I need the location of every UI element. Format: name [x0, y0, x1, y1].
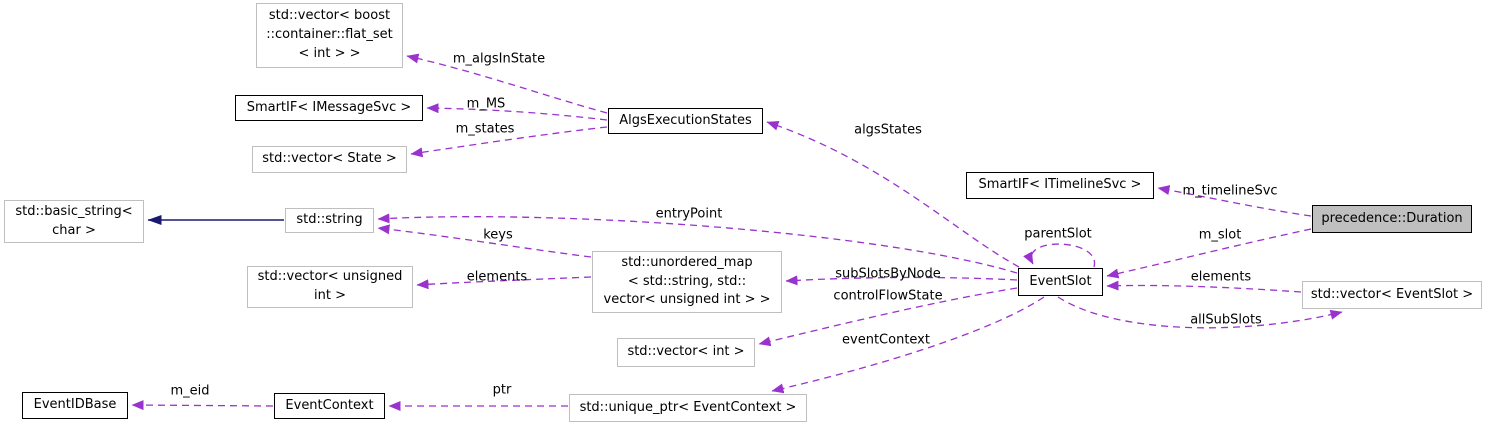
edge-elements-vecuint — [416, 276, 592, 290]
node-vector-state: std::vector< State > — [252, 146, 407, 173]
edge-label-m-timelinesvc: m_timelineSvc — [1182, 183, 1278, 199]
edge-elements-eventslot — [1106, 280, 1302, 293]
edge-label-m-slot: m_slot — [1198, 227, 1242, 243]
node-smartif-imessagesvc[interactable]: SmartIF< IMessageSvc > — [235, 95, 423, 121]
edge-label-algsstates: algsStates — [854, 122, 922, 138]
edge-m-states — [410, 126, 608, 158]
edge-subslotsbynode — [785, 275, 1018, 286]
edge-label-keys: keys — [483, 227, 513, 243]
edge-m-eid — [131, 400, 274, 411]
edge-keys — [377, 224, 592, 258]
edge-label-controlflowstate: controlFlowState — [833, 288, 943, 304]
edge-eventcontext — [771, 296, 1045, 394]
edge-label-ptr: ptr — [492, 382, 512, 398]
edge-controlflowstate — [758, 287, 1018, 347]
node-event-id-base[interactable]: EventIDBase — [22, 392, 128, 419]
edge-m-timelinesvc — [1157, 185, 1312, 217]
edge-label-m-states: m_states — [455, 121, 515, 137]
node-basic-string-char: std::basic_string< char > — [4, 200, 144, 243]
node-vector-eventslot: std::vector< EventSlot > — [1302, 281, 1482, 309]
node-unordered-map: std::unordered_map < std::string, std:: … — [592, 251, 782, 313]
edge-parentslot — [1023, 243, 1095, 268]
node-unique-ptr-eventcontext: std::unique_ptr< EventContext > — [569, 394, 807, 422]
edge-m-ms — [426, 103, 608, 121]
node-precedence-duration: precedence::Duration — [1312, 205, 1472, 233]
edge-label-m-eid: m_eid — [170, 383, 210, 399]
node-vector-int: std::vector< int > — [617, 338, 755, 367]
node-std-string: std::string — [285, 208, 374, 233]
edge-label-m-algsinstate: m_algsInState — [452, 51, 546, 67]
edge-label-eventcontext: eventContext — [842, 332, 930, 348]
edge-label-entrypoint: entryPoint — [655, 206, 723, 222]
node-event-context[interactable]: EventContext — [274, 393, 385, 419]
edge-label-subslotsbynode: subSlotsByNode — [835, 266, 941, 282]
node-smartif-itimelinesvc[interactable]: SmartIF< ITimelineSvc > — [966, 172, 1154, 199]
node-vector-unsigned-int: std::vector< unsigned int > — [247, 266, 413, 308]
edge-label-parentslot: parentSlot — [1024, 226, 1092, 242]
edge-label-elements-left: elements — [466, 269, 528, 285]
edge-label-allsubslots: allSubSlots — [1190, 312, 1262, 328]
node-algs-execution-states[interactable]: AlgsExecutionStates — [608, 108, 763, 134]
edge-label-elements-right: elements — [1190, 269, 1252, 285]
node-event-slot[interactable]: EventSlot — [1018, 268, 1103, 296]
edge-m-slot — [1106, 228, 1312, 279]
edge-entrypoint — [377, 213, 1018, 274]
edge-m-algsinstate — [406, 53, 608, 114]
edge-allsubslots — [1057, 296, 1343, 329]
edge-label-m-ms: m_MS — [466, 96, 506, 112]
edge-algsstates — [766, 120, 1020, 268]
node-vector-flat-set: std::vector< boost ::container::flat_set… — [256, 3, 403, 68]
